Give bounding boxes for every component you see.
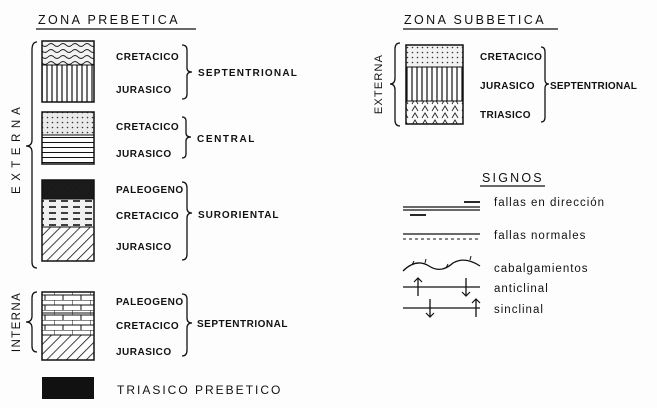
column-interna-septentrional bbox=[41, 291, 95, 361]
prebetica-interna-label: INTERNA bbox=[11, 292, 23, 352]
swatch-jurasico bbox=[42, 135, 94, 164]
prebetica-externa-label: E X T E R N A bbox=[11, 106, 23, 194]
signos-title: SIGNOS bbox=[482, 171, 544, 185]
swatch-jurasico bbox=[42, 335, 94, 360]
group-label: SEPTENTRIONAL bbox=[198, 68, 298, 79]
anticline-symbol bbox=[403, 277, 480, 297]
thrust-symbol bbox=[402, 255, 481, 272]
unit-label: PALEOGENO bbox=[116, 297, 184, 308]
brace bbox=[181, 293, 193, 357]
unit-label: JURASICO bbox=[116, 85, 172, 96]
interna-brace bbox=[25, 291, 38, 353]
swatch-jurasico bbox=[406, 67, 463, 101]
unit-label: JURASICO bbox=[480, 81, 535, 92]
swatch-jurasico bbox=[42, 65, 94, 102]
column-suroriental bbox=[41, 179, 95, 262]
column-subbetica bbox=[405, 44, 464, 125]
unit-label: CRETACICO bbox=[116, 52, 179, 63]
unit-label: CRETACICO bbox=[116, 122, 179, 133]
subbetica-externa-label: EXTERNA bbox=[373, 54, 385, 114]
brace bbox=[181, 181, 193, 261]
unit-label: TRIASICO bbox=[480, 110, 531, 121]
brace bbox=[181, 44, 193, 100]
unit-label: CRETACICO bbox=[116, 321, 179, 332]
signo-label: anticlinal bbox=[494, 283, 549, 295]
signo-label: sinclinal bbox=[494, 304, 544, 316]
prebetica-title: ZONA PREBETICA bbox=[38, 13, 180, 27]
brace bbox=[181, 116, 192, 159]
group-label: CENTRAL bbox=[197, 134, 256, 145]
group-label: SEPTENTRIONAL bbox=[550, 81, 637, 92]
swatch-jurasico bbox=[42, 227, 94, 261]
unit-label: CRETACICO bbox=[116, 211, 179, 222]
signo-label: cabalgamientos bbox=[494, 263, 589, 275]
signo-label: fallas en dirección bbox=[494, 197, 605, 209]
subbetica-brace bbox=[389, 42, 401, 127]
unit-label: JURASICO bbox=[116, 149, 172, 160]
signo-label: fallas normales bbox=[494, 230, 586, 242]
normal-fault-symbol bbox=[403, 233, 480, 240]
unit-label: PALEOGENO bbox=[116, 185, 184, 196]
column-central bbox=[41, 111, 95, 165]
triasico-prebetico-label: TRIASICO PREBETICO bbox=[117, 383, 282, 397]
unit-label: CRETACICO bbox=[480, 52, 542, 63]
syncline-symbol bbox=[403, 298, 481, 318]
column-septentrional bbox=[41, 40, 95, 103]
unit-label: JURASICO bbox=[116, 242, 172, 253]
unit-label: JURASICO bbox=[116, 347, 172, 358]
brace bbox=[540, 46, 550, 123]
subbetica-title: ZONA SUBBETICA bbox=[404, 13, 546, 27]
externa-brace bbox=[25, 41, 38, 269]
group-label: SEPTENTRIONAL bbox=[197, 319, 288, 330]
strike-slip-fault-symbol bbox=[403, 201, 480, 216]
group-label: SURORIENTAL bbox=[198, 210, 279, 221]
